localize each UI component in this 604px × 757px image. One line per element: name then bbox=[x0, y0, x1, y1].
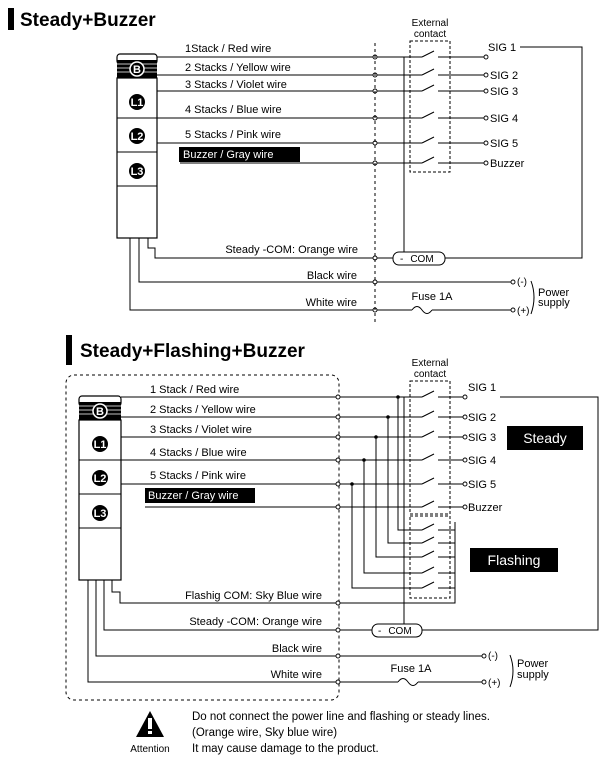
tower1-label-l1: L1 bbox=[131, 97, 144, 109]
s2-minus: (-) bbox=[488, 651, 498, 662]
section-steady-buzzer: Steady+Buzzer B L1 L2 L3 bbox=[8, 8, 583, 325]
contact-label-1a: External bbox=[412, 18, 449, 29]
section2-title: Steady+Flashing+Buzzer bbox=[80, 341, 306, 362]
attention-label: Attention bbox=[130, 744, 169, 755]
s2-wire-4: 4 Stacks / Blue wire bbox=[150, 447, 247, 459]
s2-sig-2: SIG 2 bbox=[468, 412, 496, 424]
section2-junctions bbox=[350, 395, 400, 486]
section2-contacts bbox=[421, 390, 435, 589]
s1-buzzer-label-bg bbox=[179, 147, 300, 162]
s2-supply: supply bbox=[517, 669, 549, 681]
s2-wire-5: 5 Stacks / Pink wire bbox=[150, 470, 246, 482]
contact-label-1b: contact bbox=[414, 29, 446, 40]
section1-contacts bbox=[421, 50, 435, 164]
s2-black-wire: Black wire bbox=[272, 643, 322, 655]
svg-text:-: - bbox=[378, 626, 381, 637]
s1-wire-6: Buzzer / Gray wire bbox=[183, 149, 273, 161]
tower2-label-l2: L2 bbox=[94, 473, 107, 485]
external-contact-box-1 bbox=[409, 40, 451, 173]
s2-buzzer-label-bg bbox=[145, 488, 255, 503]
signal-tower-2: B L1 L2 L3 bbox=[78, 395, 122, 581]
steady-badge bbox=[507, 426, 583, 450]
s1-wire-2: 2 Stacks / Yellow wire bbox=[185, 62, 291, 74]
s1-wire-4: 4 Stacks / Blue wire bbox=[185, 104, 282, 116]
contact-label-2a: External bbox=[412, 358, 449, 369]
contact-label-2b: contact bbox=[414, 369, 446, 380]
attention-line-2: (Orange wire, Sky blue wire) bbox=[192, 727, 337, 739]
tower1-label-b: B bbox=[133, 64, 141, 76]
s2-white-wire: White wire bbox=[271, 669, 322, 681]
attention-line-1: Do not connect the power line and flashi… bbox=[192, 711, 490, 723]
attention-notice: Attention Do not connect the power line … bbox=[130, 711, 490, 755]
s1-wire-1: 1Stack / Red wire bbox=[185, 43, 271, 55]
signal-tower-1: B L1 L2 L3 bbox=[116, 53, 158, 239]
s1-white-wire: White wire bbox=[306, 297, 357, 309]
steady-badge-text: Steady bbox=[523, 430, 567, 446]
s2-power: Power bbox=[517, 658, 549, 670]
s1-sig-buzzer: Buzzer bbox=[490, 158, 525, 170]
s1-minus: (-) bbox=[517, 277, 527, 288]
s2-com-label: COM bbox=[388, 626, 411, 637]
attention-line-3: It may cause damage to the product. bbox=[192, 743, 379, 755]
flashing-badge-text: Flashing bbox=[488, 552, 541, 568]
s1-power: Power bbox=[538, 287, 570, 299]
s1-wire-5: 5 Stacks / Pink wire bbox=[185, 129, 281, 141]
svg-text:-: - bbox=[400, 254, 403, 265]
section2-signal-wires bbox=[87, 396, 599, 686]
s2-wire-3: 3 Stacks / Violet wire bbox=[150, 424, 252, 436]
s1-fuse: Fuse 1A bbox=[412, 291, 454, 303]
s1-sig-4: SIG 4 bbox=[490, 113, 518, 125]
s2-flashing-com: Flashig COM: Sky Blue wire bbox=[185, 590, 322, 602]
external-contact-box-2a bbox=[409, 380, 451, 515]
s2-wire-6: Buzzer / Gray wire bbox=[148, 490, 238, 502]
tower1-label-l3: L3 bbox=[131, 166, 144, 178]
s2-steady-com: Steady -COM: Orange wire bbox=[189, 616, 322, 628]
external-contact-box-2b bbox=[409, 515, 451, 599]
s2-com-box bbox=[371, 623, 423, 638]
s1-wire-3: 3 Stacks / Violet wire bbox=[185, 79, 287, 91]
s1-com-label: COM bbox=[410, 254, 433, 265]
s1-sig-2: SIG 2 bbox=[490, 70, 518, 82]
section2-terminals bbox=[335, 394, 487, 685]
tower2-label-b: B bbox=[96, 406, 104, 418]
s2-wire-1: 1 Stack / Red wire bbox=[150, 384, 239, 396]
s2-wire-2: 2 Stacks / Yellow wire bbox=[150, 404, 256, 416]
section-steady-flashing-buzzer: Steady+Flashing+Buzzer B L1 L2 L3 bbox=[65, 335, 599, 701]
s1-supply: supply bbox=[538, 297, 570, 309]
s2-sig-5: SIG 5 bbox=[468, 479, 496, 491]
s2-fuse: Fuse 1A bbox=[391, 663, 433, 675]
s2-sig-1: SIG 1 bbox=[468, 382, 496, 394]
s2-plus: (+) bbox=[488, 678, 501, 689]
s1-sig-3: SIG 3 bbox=[490, 86, 518, 98]
flashing-badge bbox=[470, 548, 558, 572]
s2-sig-3: SIG 3 bbox=[468, 432, 496, 444]
section1-signal-wires bbox=[129, 46, 583, 314]
s1-plus: (+) bbox=[517, 306, 530, 317]
section1-title: Steady+Buzzer bbox=[20, 10, 156, 31]
s2-sig-buzzer: Buzzer bbox=[468, 502, 503, 514]
title-bar-marker bbox=[8, 8, 14, 30]
s1-sig-5: SIG 5 bbox=[490, 138, 518, 150]
tower2-label-l1: L1 bbox=[94, 439, 107, 451]
s2-sig-4: SIG 4 bbox=[468, 455, 496, 467]
tower1-label-l2: L2 bbox=[131, 131, 144, 143]
s1-steady-com: Steady -COM: Orange wire bbox=[225, 244, 358, 256]
title-bar-marker-2 bbox=[66, 335, 72, 365]
section2-enclosure bbox=[65, 374, 340, 701]
tower2-label-l3: L3 bbox=[94, 508, 107, 520]
s1-com-box bbox=[392, 251, 446, 266]
s1-sig-1: SIG 1 bbox=[488, 42, 516, 54]
s1-black-wire: Black wire bbox=[307, 270, 357, 282]
